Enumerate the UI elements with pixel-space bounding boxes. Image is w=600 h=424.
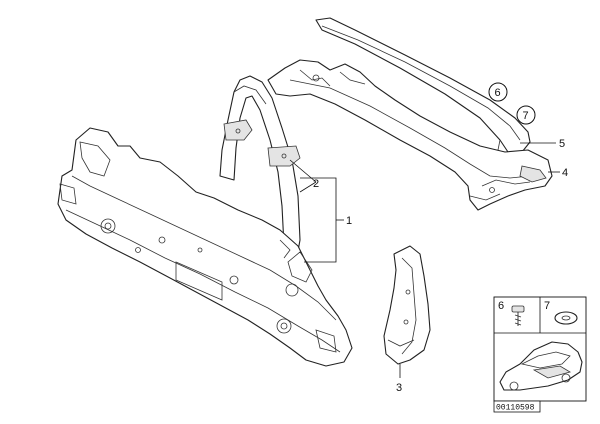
- diagram-id: 00110598: [496, 404, 535, 413]
- legend-label-7: 7: [544, 300, 550, 312]
- callout-7-circle: [516, 105, 536, 125]
- callout-2: 2: [313, 178, 319, 190]
- legend-inset: 6 7 00110598: [493, 296, 587, 413]
- part-cowl-panel[interactable]: [267, 59, 553, 211]
- callout-3: 3: [396, 382, 402, 394]
- callout-6-circle: [488, 82, 508, 102]
- callout-1: 1: [346, 215, 352, 227]
- washer-icon: [554, 311, 578, 325]
- callout-5: 5: [559, 138, 565, 150]
- callout-7: 7: [523, 110, 529, 122]
- legend-label-6: 6: [498, 300, 504, 312]
- callout-6: 6: [495, 87, 501, 99]
- leader-lines: [289, 142, 560, 378]
- callout-4: 4: [562, 167, 568, 179]
- part-pillar-bracket[interactable]: [383, 245, 431, 365]
- screw-icon: [511, 305, 525, 326]
- part-rear-panel[interactable]: [57, 127, 353, 367]
- car-silhouette-icon: [499, 341, 583, 391]
- callout-labels: 2 1 3 4 5 6 7: [313, 82, 568, 394]
